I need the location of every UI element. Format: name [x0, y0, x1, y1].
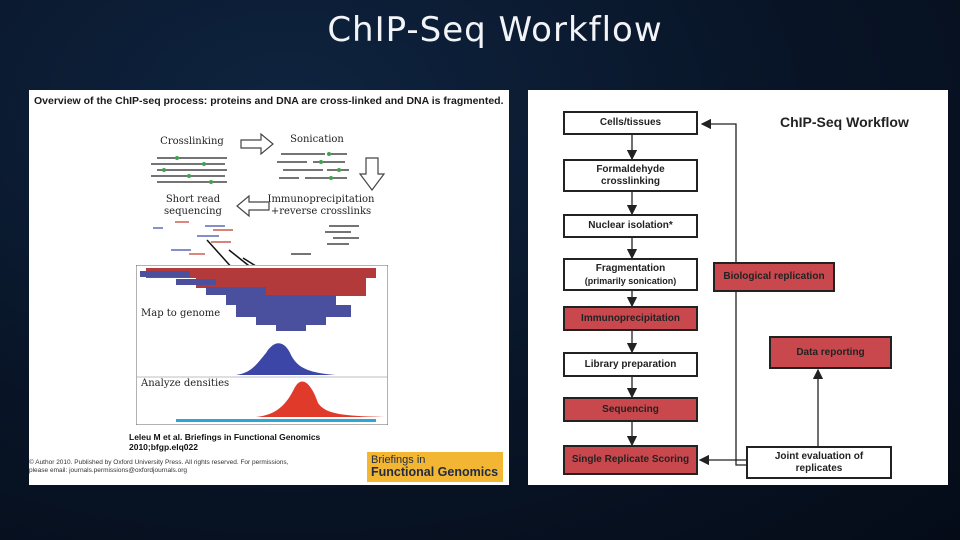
step-biological-replication: Biological replication — [713, 262, 835, 292]
sonicated-fragments — [277, 153, 349, 179]
step-cells-tissues: Cells/tissues — [563, 111, 698, 135]
short-read-label: Short read sequencing — [164, 194, 222, 217]
arrow-right-icon — [240, 132, 274, 156]
workflow-diagram: ChIP-Seq Workflow Cells/tissues Formalde… — [528, 90, 948, 485]
immunoprecipitation-label: Immunoprecipitation +reverse crosslinks — [267, 194, 375, 217]
figure-heading: Overview of the ChIP-seq process: protei… — [34, 95, 504, 107]
crosslinked-dna — [151, 157, 227, 183]
step-fragmentation: Fragmentation(primarily sonication) — [563, 258, 698, 291]
step-single-replicate-scoring: Single Replicate Scoring — [563, 445, 698, 475]
workflow-title: ChIP-Seq Workflow — [780, 114, 909, 130]
analyze-densities-label: Analyze densities — [141, 378, 230, 389]
step-nuclear-isolation: Nuclear isolation* — [563, 214, 698, 238]
sonication-label: Sonication — [290, 134, 344, 145]
slide-title: ChIP-Seq Workflow — [327, 10, 663, 50]
step-immunoprecipitation: Immunoprecipitation — [563, 306, 698, 331]
step-data-reporting: Data reporting — [769, 336, 892, 369]
arrow-down-icon — [358, 157, 386, 191]
map-to-genome-label: Map to genome — [141, 308, 221, 319]
citation: Leleu M et al. Briefings in Functional G… — [129, 432, 321, 452]
overview-schematic — [151, 132, 386, 303]
copyright-notice: © Author 2010. Published by Oxford Unive… — [29, 459, 289, 474]
protein-dots — [162, 156, 213, 184]
overview-figure: Overview of the ChIP-seq process: protei… — [29, 90, 509, 485]
step-sequencing: Sequencing — [563, 397, 698, 422]
arrow-left-icon — [236, 194, 270, 218]
crosslinking-label: Crosslinking — [160, 136, 224, 147]
genome-map-panel — [136, 265, 388, 425]
step-library-preparation: Library preparation — [563, 352, 698, 377]
journal-badge: Briefings in Functional Genomics — [367, 452, 503, 482]
